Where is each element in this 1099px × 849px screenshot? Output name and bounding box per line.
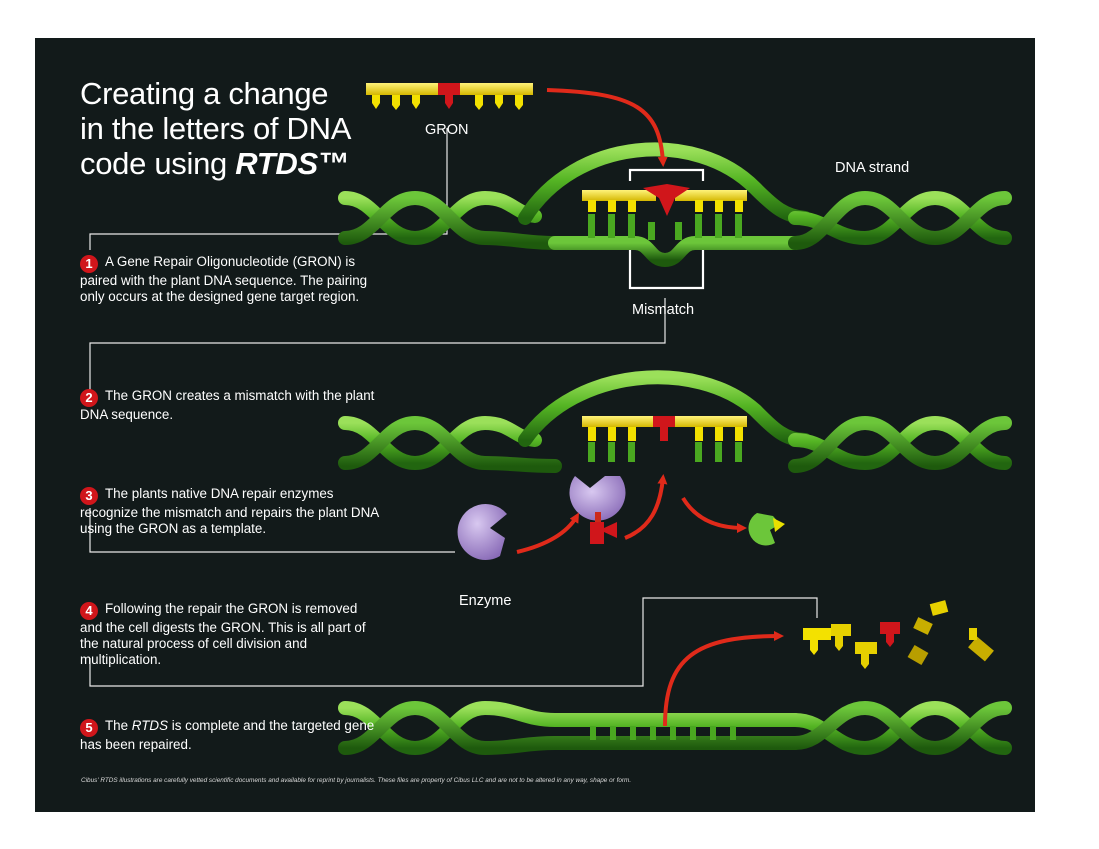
step-4-text: Following the repair the GRON is removed… (80, 601, 366, 667)
released-fragment-icon (748, 513, 785, 546)
step-5-text-italic: RTDS (132, 718, 168, 733)
page-title: Creating a change in the letters of DNA … (80, 76, 380, 181)
enzyme-icon (458, 504, 507, 560)
removal-arrow (665, 636, 780, 726)
dna-helix-3 (345, 708, 1005, 748)
step-2-number: 2 (80, 389, 98, 407)
title-brand: RTDS™ (235, 146, 348, 181)
gron-fragments (803, 600, 994, 669)
connector-2 (90, 298, 665, 398)
infographic-panel: Creating a change in the letters of DNA … (35, 38, 1035, 812)
step-1-text: A Gene Repair Oligonucleotide (GRON) is … (80, 254, 367, 304)
label-dna-strand: DNA strand (835, 160, 909, 176)
label-gron: GRON (425, 122, 469, 138)
dna-helix-2 (345, 377, 1005, 466)
gron-molecule (366, 83, 533, 110)
enzyme-arrow-3 (683, 498, 743, 528)
step-4-number: 4 (80, 602, 98, 620)
title-line-3: code using RTDS™ (80, 146, 380, 181)
enzyme-bound-icon (570, 476, 626, 544)
title-line-3-prefix: code using (80, 146, 235, 181)
step-5-number: 5 (80, 719, 98, 737)
step-1-number: 1 (80, 255, 98, 273)
enzyme-arrow-2 (625, 478, 663, 538)
footer-disclaimer: Cibus' RTDS illustrations are carefully … (81, 777, 631, 784)
step-5-text-before: The (105, 718, 132, 733)
label-enzyme: Enzyme (459, 593, 511, 609)
enzyme-arrow-1 (517, 516, 577, 552)
title-line-1: Creating a change (80, 76, 380, 111)
step-3-number: 3 (80, 487, 98, 505)
title-line-2: in the letters of DNA (80, 111, 380, 146)
step-3-text: The plants native DNA repair enzymes rec… (80, 486, 378, 536)
step-2-text: The GRON creates a mismatch with the pla… (80, 388, 374, 422)
label-mismatch: Mismatch (632, 302, 694, 318)
